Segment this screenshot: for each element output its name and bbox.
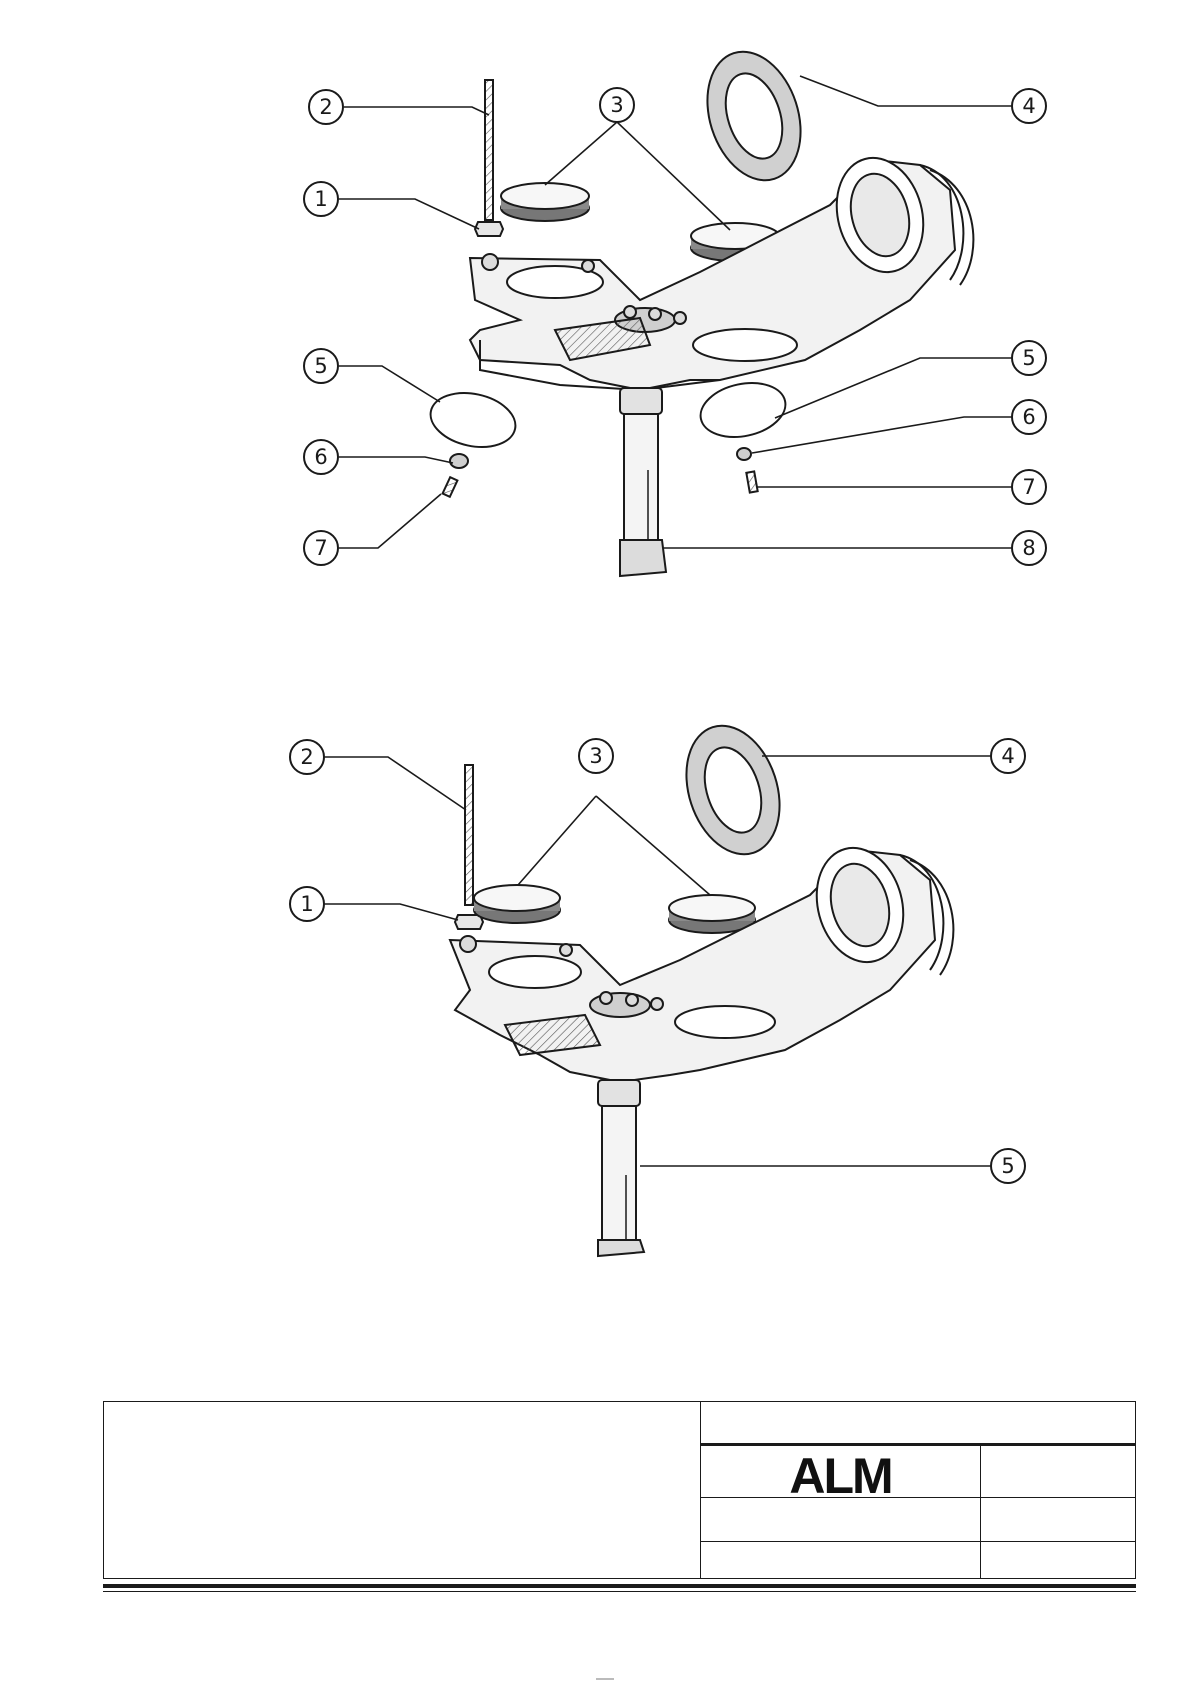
stud-part [485, 80, 493, 220]
title-block-description-cell [104, 1402, 701, 1578]
diagram-top [426, 40, 974, 576]
screws [443, 471, 758, 496]
stud-part-bottom [465, 765, 473, 905]
svg-text:4: 4 [1022, 94, 1035, 118]
svg-text:2: 2 [300, 745, 313, 769]
shaft-part-bottom [598, 1080, 644, 1256]
callout-4-top: 4 [1012, 89, 1046, 123]
disc-caps-bottom [474, 885, 755, 933]
callout-6-right-top: 6 [1012, 400, 1046, 434]
bottom-rule-thin [103, 1591, 1136, 1592]
svg-text:2: 2 [319, 95, 332, 119]
callout-6-left-top: 6 [304, 440, 338, 474]
svg-text:3: 3 [610, 93, 623, 117]
title-block-info: ALM [701, 1402, 1135, 1578]
svg-text:4: 4 [1001, 744, 1014, 768]
seal-ring [692, 40, 816, 193]
svg-text:6: 6 [314, 445, 327, 469]
svg-text:1: 1 [300, 892, 313, 916]
housing-casting-bottom [450, 838, 953, 1082]
alm-logo: ALM [701, 1454, 980, 1498]
callout-1-bottom: 1 [290, 887, 324, 921]
svg-text:7: 7 [314, 536, 327, 560]
bottom-rule-thick [103, 1584, 1136, 1588]
nut-part [475, 222, 503, 236]
callout-4-bottom: 4 [991, 739, 1025, 773]
svg-text:8: 8 [1022, 536, 1035, 560]
svg-text:1: 1 [314, 187, 327, 211]
callout-8-top: 8 [1012, 531, 1046, 565]
shaft-part [620, 388, 666, 576]
svg-text:3: 3 [589, 744, 602, 768]
svg-text:5: 5 [1022, 346, 1035, 370]
callout-2-top: 2 [309, 90, 343, 124]
title-block: ALM [103, 1401, 1136, 1579]
diagram-bottom [450, 714, 953, 1256]
callout-5-bottom: 5 [991, 1149, 1025, 1183]
svg-text:7: 7 [1022, 475, 1035, 499]
svg-text:6: 6 [1022, 405, 1035, 429]
washers [450, 448, 751, 468]
callout-5-right-top: 5 [1012, 341, 1046, 375]
callout-3-top: 3 [600, 88, 634, 122]
svg-text:5: 5 [314, 354, 327, 378]
callout-1-top: 1 [304, 182, 338, 216]
title-block-row-2 [701, 1498, 1135, 1542]
svg-text:5: 5 [1001, 1154, 1014, 1178]
seal-ring-bottom [671, 714, 795, 867]
callout-5-left-top: 5 [304, 349, 338, 383]
callout-2-bottom: 2 [290, 740, 324, 774]
callout-7-left-top: 7 [304, 531, 338, 565]
disc-caps [501, 183, 779, 261]
title-block-header-cell [701, 1402, 1135, 1446]
callout-3-bottom: 3 [579, 739, 613, 773]
callout-7-right-top: 7 [1012, 470, 1046, 504]
